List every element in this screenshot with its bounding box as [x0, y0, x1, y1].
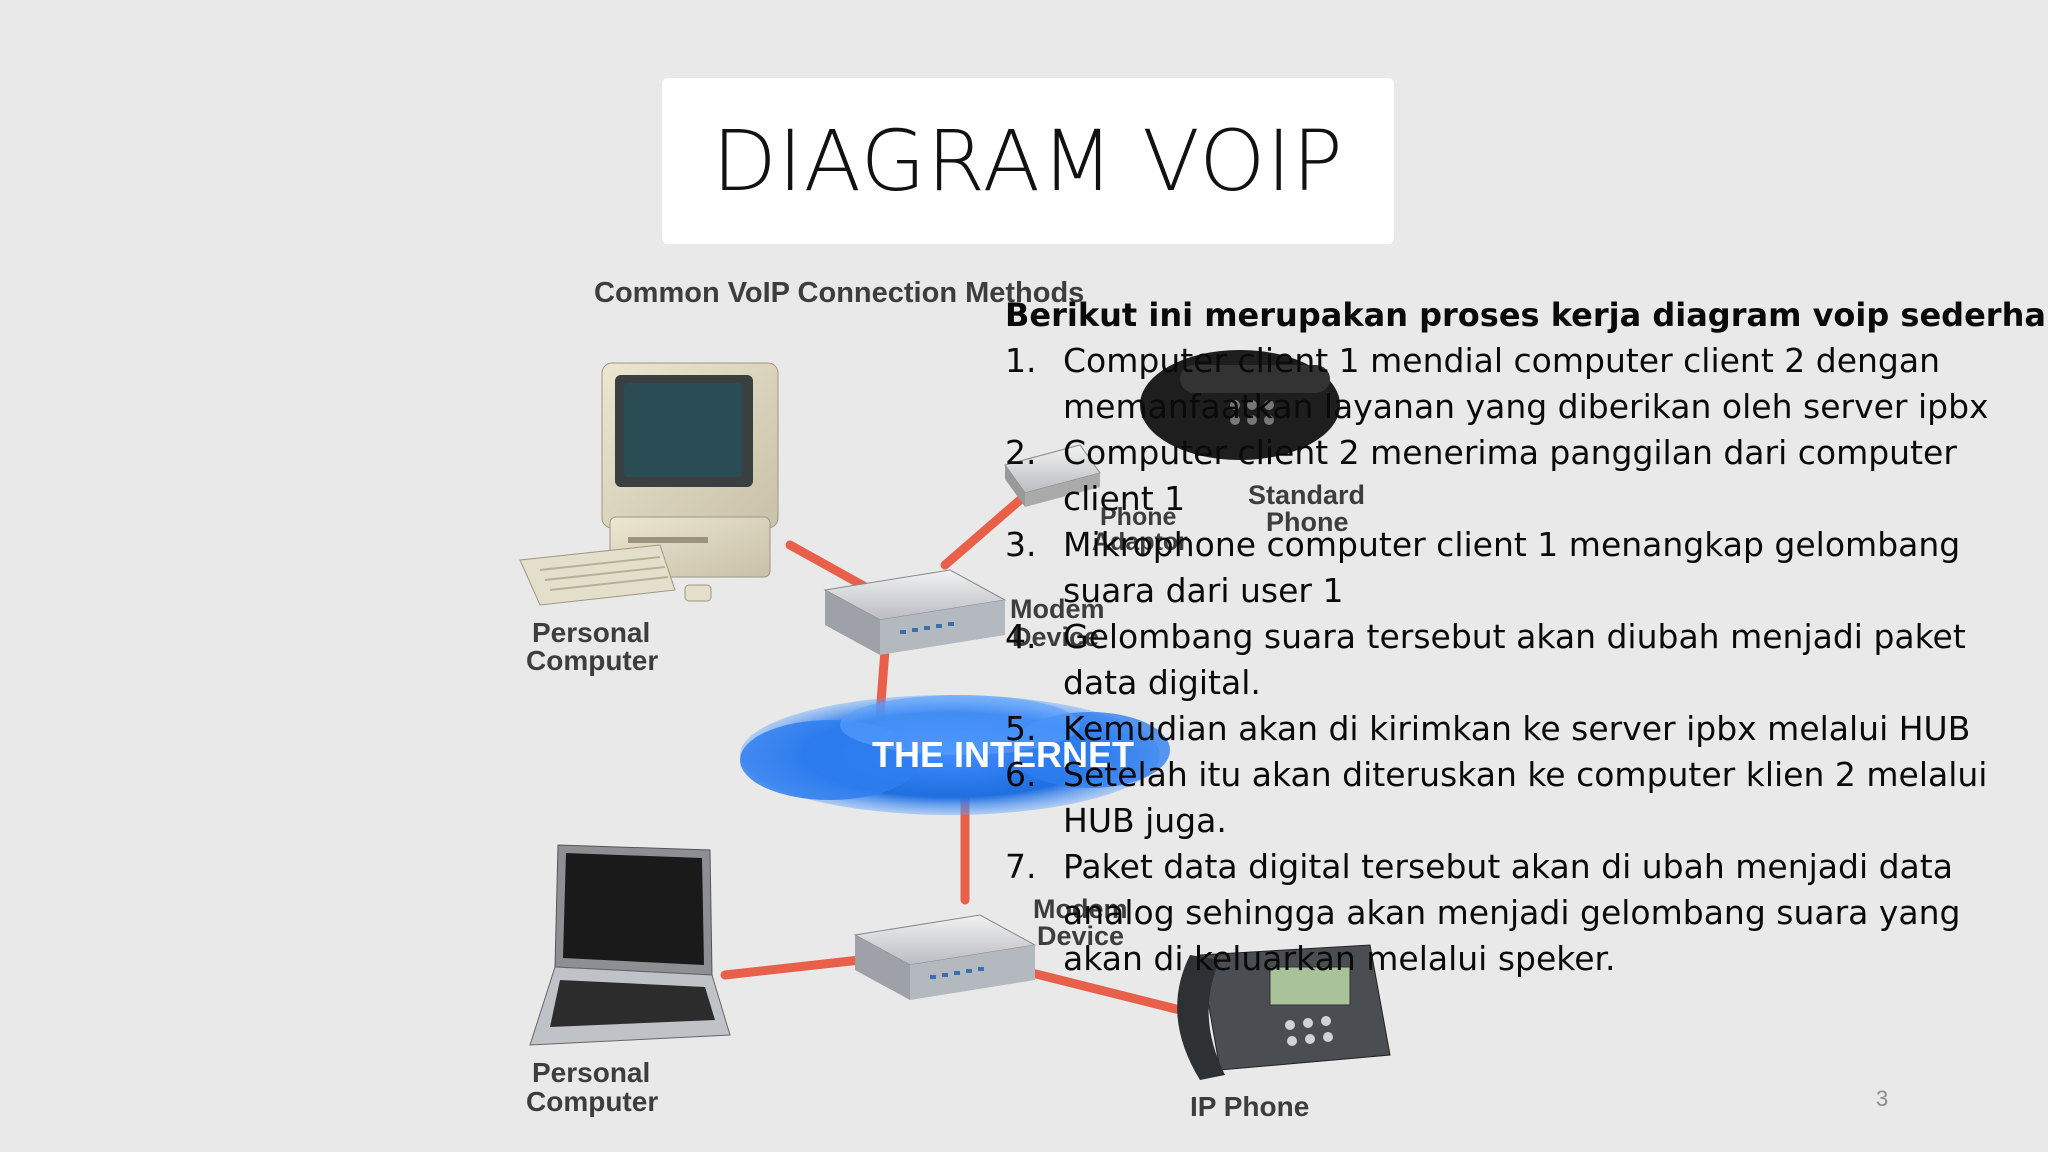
- internet-cloud-icon: [740, 695, 1170, 815]
- process-description: Berikut ini merupakan proses kerja diagr…: [1005, 292, 2048, 982]
- slide-title: DIAGRAM VOIP: [712, 112, 1344, 210]
- standard-phone-icon: [1140, 350, 1340, 460]
- step-number: 1.: [1005, 341, 1037, 380]
- step-number: 4.: [1005, 617, 1037, 656]
- voip-diagram: Common VoIP Connection Methods Personal …: [519, 277, 1391, 1122]
- step-text: Kemudian akan di kirimkan ke server ipbx…: [1063, 709, 1971, 748]
- phone-adaptor-icon: [1004, 444, 1101, 507]
- label-phone-adaptor-2: Adaptor: [1092, 528, 1188, 556]
- label-modem-bottom-1: Modem: [1033, 894, 1128, 924]
- link-modem-adaptor: [940, 495, 1025, 570]
- step-text: Mikrophone computer client 1 menangkap g…: [1063, 525, 1961, 610]
- step-text: Computer client 1 mendial computer clien…: [1063, 341, 1989, 426]
- label-standard-phone-1: Standard: [1248, 480, 1365, 510]
- label-phone-adaptor-1: Phone: [1100, 503, 1176, 531]
- steps-list: 1. Computer client 1 mendial computer cli…: [1005, 338, 2005, 982]
- label-modem-top-1: Modem: [1010, 594, 1105, 624]
- list-item: 4. Gelombang suara tersebut akan diubah m…: [1005, 614, 2005, 706]
- desktop-computer-icon: [519, 362, 779, 606]
- label-internet: THE INTERNET: [872, 734, 1134, 775]
- label-modem-top-2: Device: [1012, 622, 1099, 652]
- list-item: 6. Setelah itu akan diteruskan ke compute…: [1005, 752, 2005, 844]
- list-item: 3. Mikrophone computer client 1 menangkap…: [1005, 522, 2005, 614]
- label-pc-bottom-2: Computer: [526, 1086, 658, 1117]
- step-text: Setelah itu akan diteruskan ke computer …: [1063, 755, 1988, 840]
- label-pc-top-2: Computer: [526, 645, 658, 676]
- step-number: 7.: [1005, 847, 1037, 886]
- list-item: 1. Computer client 1 mendial computer cli…: [1005, 338, 2005, 430]
- list-item: 7. Paket data digital tersebut akan di ub…: [1005, 844, 2005, 982]
- label-pc-bottom-1: Personal: [532, 1057, 650, 1088]
- diagram-heading: Common VoIP Connection Methods: [594, 277, 1084, 309]
- modem-bottom-icon: [853, 914, 1037, 1000]
- label-modem-bottom-2: Device: [1037, 921, 1124, 951]
- intro-text: Berikut ini merupakan proses kerja diagr…: [1005, 296, 2048, 334]
- step-number: 6.: [1005, 755, 1037, 794]
- label-pc-top-1: Personal: [532, 617, 650, 648]
- step-text: Gelombang suara tersebut akan diubah men…: [1063, 617, 1966, 702]
- step-text: Computer client 2 menerima panggilan dar…: [1063, 433, 1957, 518]
- label-ip-phone: IP Phone: [1190, 1091, 1309, 1122]
- title-box: DIAGRAM VOIP: [662, 78, 1394, 244]
- step-text: Paket data digital tersebut akan di ubah…: [1063, 847, 1961, 978]
- step-number: 3.: [1005, 525, 1037, 564]
- modem-top-icon: [823, 569, 1007, 655]
- page-number: 3: [1876, 1086, 1889, 1111]
- list-item: 2. Computer client 2 menerima panggilan d…: [1005, 430, 2005, 522]
- list-item: 5. Kemudian akan di kirimkan ke server ip…: [1005, 706, 2005, 752]
- label-standard-phone-2: Phone: [1266, 507, 1349, 537]
- laptop-icon: [529, 844, 731, 1046]
- step-number: 5.: [1005, 709, 1037, 748]
- link-laptop-modem: [720, 955, 865, 980]
- ip-phone-icon: [1177, 944, 1391, 1080]
- step-number: 2.: [1005, 433, 1037, 472]
